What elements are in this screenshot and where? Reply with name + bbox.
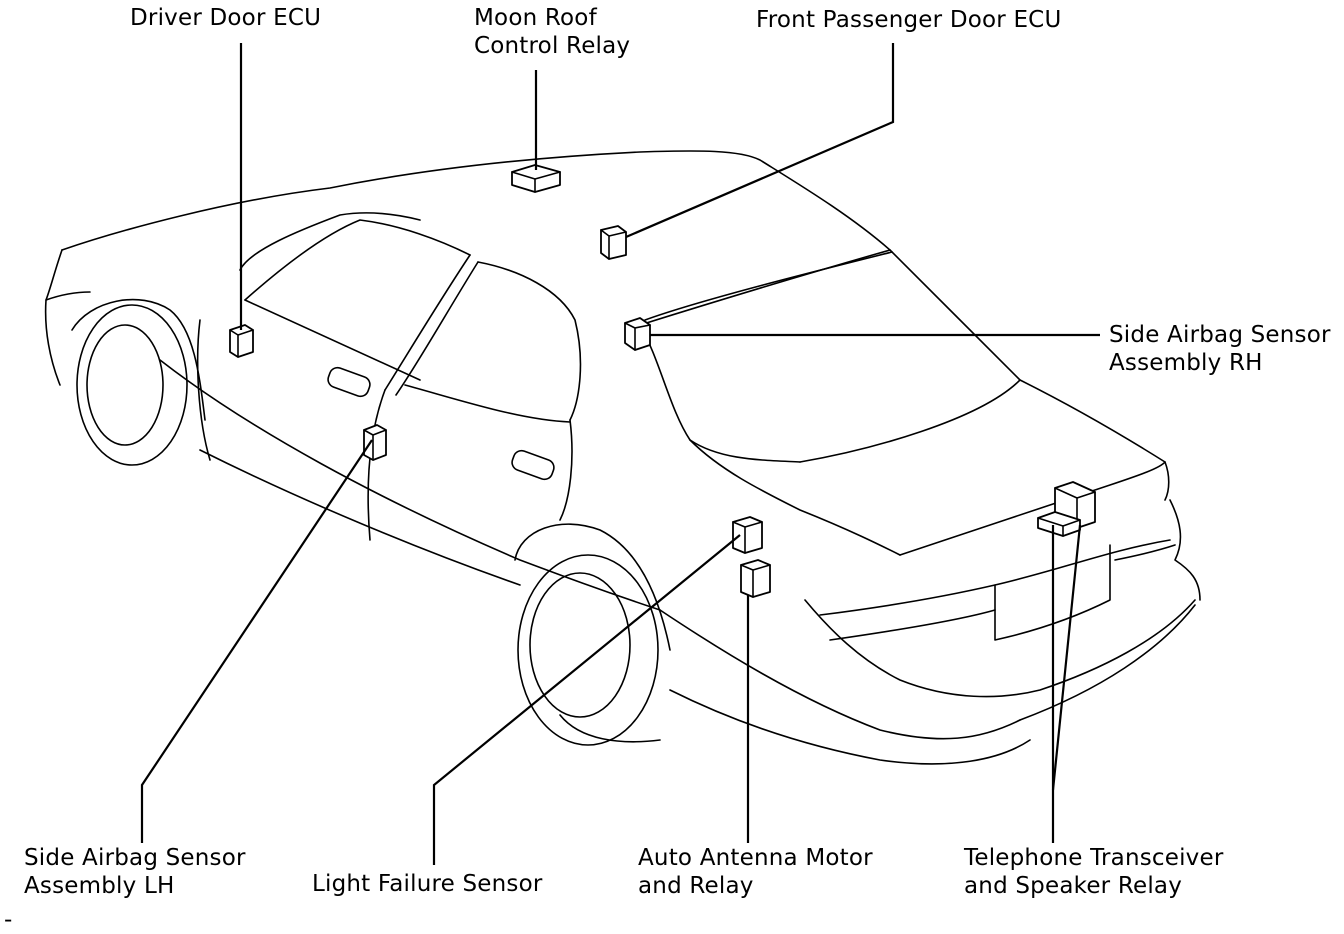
label-side-airbag-sensor-lh: Side Airbag Sensor Assembly LH xyxy=(24,845,246,899)
car-body xyxy=(44,150,1201,765)
label-light-failure-sensor: Light Failure Sensor xyxy=(312,871,543,897)
side-airbag-rh-box xyxy=(624,317,651,351)
leader-light-failure xyxy=(432,534,741,865)
leader-lines xyxy=(140,43,1100,865)
driver-door-ecu-box xyxy=(229,324,254,358)
auto-antenna-relay-box xyxy=(740,559,771,598)
label-moon-roof-control-relay: Moon Roof Control Relay xyxy=(474,5,631,59)
leader-telephone-b xyxy=(1051,524,1082,791)
component-markers xyxy=(229,164,1096,598)
light-failure-sensor-box xyxy=(732,516,763,554)
front-passenger-ecu-box xyxy=(600,225,627,260)
label-telephone-transceiver-speaker-relay: Telephone Transceiver and Speaker Relay xyxy=(964,845,1224,899)
leader-side-airbag-lh xyxy=(140,439,373,843)
label-driver-door-ecu: Driver Door ECU xyxy=(130,5,322,31)
label-front-passenger-door-ecu: Front Passenger Door ECU xyxy=(756,7,1062,33)
corner-mark: - xyxy=(4,907,13,933)
label-side-airbag-sensor-rh: Side Airbag Sensor Assembly RH xyxy=(1109,322,1331,376)
leader-front-passenger-ecu xyxy=(625,43,895,239)
side-airbag-lh-box xyxy=(363,424,387,461)
label-auto-antenna-motor-relay: Auto Antenna Motor and Relay xyxy=(638,845,873,899)
